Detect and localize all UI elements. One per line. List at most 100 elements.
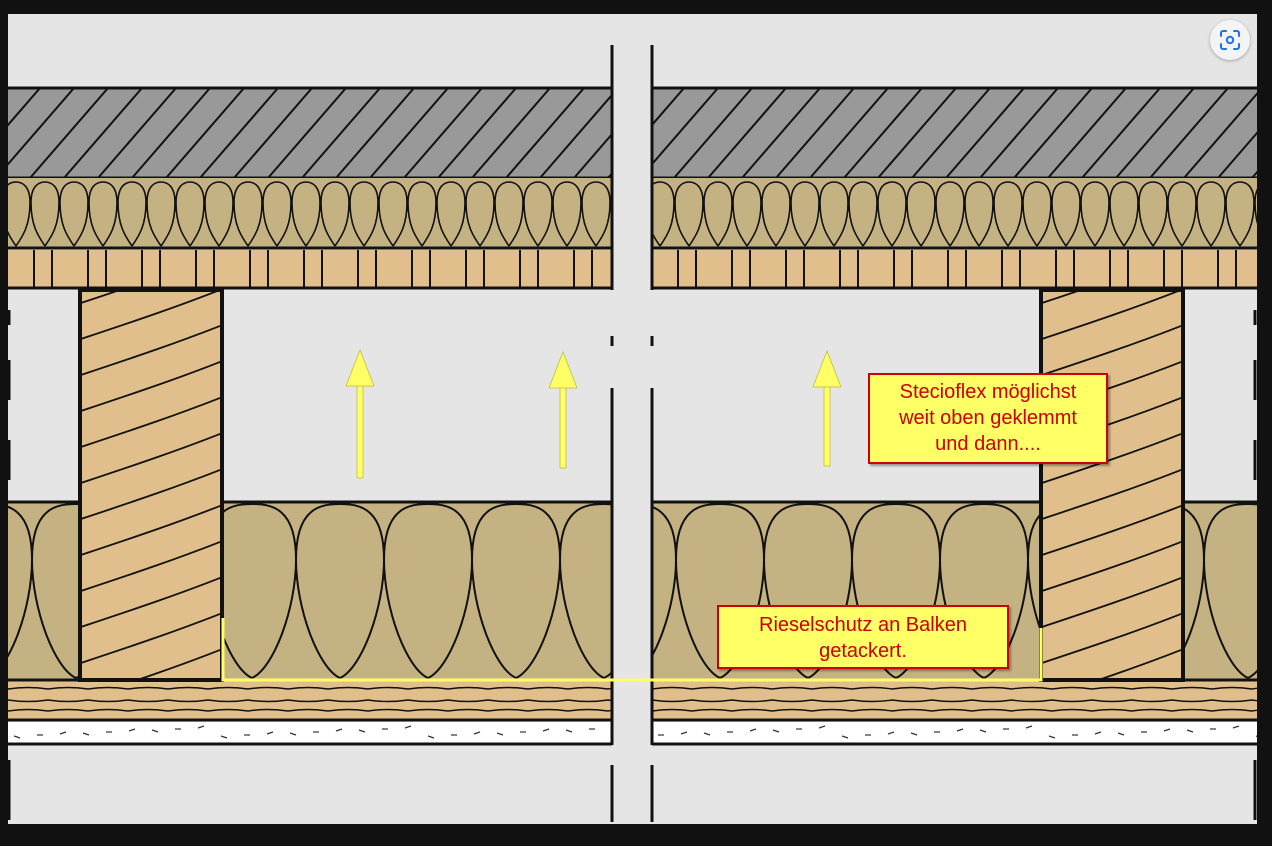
upper-insulation-loop (652, 181, 675, 247)
beam-grain-line (1041, 290, 1084, 305)
lower-insulation-loop (382, 502, 474, 679)
plaster-speckle (335, 728, 343, 732)
screed-hatch (775, 87, 855, 179)
screed-hatch (63, 87, 143, 179)
screed-hatch (8, 87, 75, 166)
beam-grain-line (80, 612, 222, 665)
screed-hatch (471, 87, 551, 179)
rieselschutz-line-1: Rieselschutz an Balken (759, 614, 967, 636)
ceiling-board (652, 680, 1257, 720)
beam-grain-line (80, 396, 222, 449)
beam-grain-line (1041, 612, 1183, 665)
screed-hatch (505, 87, 585, 179)
beam-grain-line (1041, 432, 1183, 485)
arrow-shaft (559, 385, 567, 469)
plaster-speckle (128, 728, 136, 732)
plaster-speckle (841, 735, 849, 739)
beam-grain-line (80, 290, 222, 341)
plaster-speckle (289, 732, 297, 736)
plaster-speckle (887, 731, 895, 735)
plaster-speckle (818, 725, 826, 729)
upper-insulation-loop (1051, 181, 1081, 247)
upper-insulation-loop (761, 181, 791, 247)
beam-grain-line (80, 432, 222, 485)
upper-insulation-loop (204, 181, 234, 247)
stecioflex-line-1: Stecioflex möglichst (899, 381, 1077, 403)
rieselschutz-membrane-line (221, 618, 1043, 682)
screed-hatch (1149, 87, 1229, 179)
ceiling-board-grain (652, 686, 1257, 690)
lower-insulation-loop (558, 502, 612, 679)
ceiling-board-grain (8, 699, 612, 703)
plaster-speckle (1094, 731, 1102, 735)
screed-hatch (1115, 87, 1195, 179)
screed-hatch (652, 87, 685, 127)
upper-insulation-loop (175, 181, 205, 247)
arrow-head (345, 348, 375, 387)
screed-layer (652, 88, 1257, 178)
upper-insulation-loop (1225, 181, 1255, 247)
screed-hatch (335, 87, 415, 179)
upper-insulation-loop (291, 181, 321, 247)
plaster-speckle (266, 731, 274, 735)
upper-insulation-loop (1254, 188, 1257, 225)
plaster-speckle (1117, 732, 1125, 736)
visual-search-icon[interactable] (1210, 20, 1250, 60)
stecioflex-line-2: weit oben geklemmt (899, 407, 1077, 429)
lower-insulation-loop (294, 502, 386, 679)
plaster-speckle (59, 731, 67, 735)
screed-hatch (843, 87, 923, 179)
upper-insulation-loop (262, 181, 292, 247)
upper-insulation-loop (233, 181, 263, 247)
upper-insulation-loop (146, 181, 176, 247)
screed-layer (8, 88, 612, 178)
screed-hatch (369, 87, 449, 179)
plaster-speckle (427, 735, 435, 739)
plaster-speckle (1163, 728, 1171, 732)
ceiling-board-grain (652, 708, 1257, 712)
upper-insulation-loop (378, 181, 408, 247)
upper-insulation-loop (848, 181, 878, 247)
upper-insulation-loop (906, 181, 936, 247)
arrow-shaft (823, 384, 831, 467)
upper-insulation-layer (8, 178, 612, 248)
ceiling-board-grain (8, 686, 612, 690)
screed-hatch (945, 87, 1025, 179)
upper-insulation-loop (732, 181, 762, 247)
arrow-head (548, 350, 578, 389)
screed-hatch (0, 88, 6, 178)
screed-hatch (573, 132, 612, 179)
upper-insulation-loop (1167, 181, 1197, 247)
plaster-speckle (910, 732, 918, 736)
plaster-speckle (749, 728, 757, 732)
beam-grain-line (1041, 324, 1183, 377)
upper-insulation-loop (436, 181, 466, 247)
upper-insulation-loop (935, 181, 965, 247)
screed-hatch (1183, 92, 1257, 179)
timber-beam-right (1039, 288, 1185, 682)
upper-insulation-loop (88, 181, 118, 247)
ceiling-board (8, 680, 612, 720)
upper-insulation-loop (1109, 181, 1139, 247)
plaster-speckle (82, 732, 90, 736)
screed-hatch (29, 87, 109, 179)
upper-insulation-loop (320, 181, 350, 247)
plaster-speckle (1186, 729, 1194, 733)
beam-grain-line (1041, 468, 1183, 521)
timber-beam-left (78, 288, 224, 682)
upper-insulation-loop (1138, 181, 1168, 247)
upper-insulation-loop (964, 181, 994, 247)
upper-insulation-loop (819, 181, 849, 247)
screed-hatch (741, 87, 821, 179)
upper-insulation-loop (552, 181, 582, 247)
plaster-speckle (772, 729, 780, 733)
plaster-speckle (956, 728, 964, 732)
arrow-head (812, 349, 842, 388)
screed-hatch (403, 87, 483, 179)
plaster-speckle (404, 725, 412, 729)
lower-insulation-loop (470, 502, 562, 679)
ceiling-board-grain (8, 708, 612, 712)
screed-hatch (8, 87, 41, 127)
plaster-layer (8, 722, 612, 744)
